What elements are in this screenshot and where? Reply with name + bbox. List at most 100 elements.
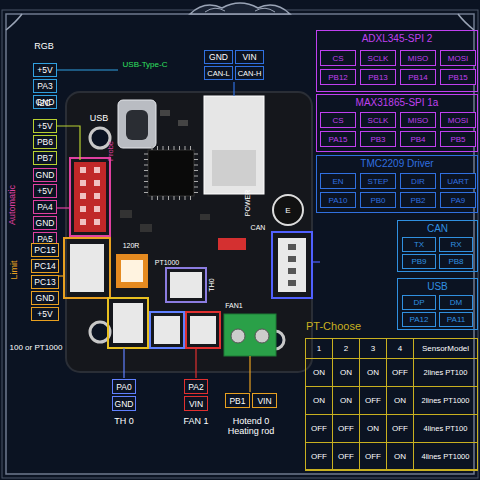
- table-cell: PB3: [360, 131, 396, 147]
- table-cell: PA9: [440, 192, 476, 208]
- table-cell: MISO: [400, 112, 436, 128]
- table-cell: 2lines PT1000: [413, 386, 478, 415]
- table-cell: PB14: [400, 69, 436, 85]
- table-cell: OFF: [332, 442, 360, 471]
- table-cell: 4lines PT100: [413, 414, 478, 443]
- pin-label: PC13: [31, 275, 59, 289]
- group-label: USB: [86, 112, 112, 124]
- silkscreen-label: CAN: [246, 222, 270, 232]
- table-cell: PA12: [402, 312, 436, 327]
- section-heading: MAX31865-SPI 1a: [317, 96, 477, 110]
- table-cell: OFF: [332, 414, 360, 443]
- silkscreen-label: PT1000: [150, 257, 184, 267]
- table-cell: 2: [332, 338, 360, 359]
- table-cell: OFF: [305, 414, 333, 443]
- connector-label: Hotend 0 Heating rod: [220, 412, 282, 440]
- pin-label: GND: [204, 50, 233, 64]
- table-cell: CS: [320, 50, 356, 66]
- table-cell: 2lines PT100: [413, 358, 478, 387]
- table-cell: SensorModel: [413, 338, 478, 359]
- table-cell: PB2: [400, 192, 436, 208]
- pin-label: VIN: [235, 50, 264, 64]
- pin-label: PA2: [184, 379, 208, 394]
- table-cell: PB15: [440, 69, 476, 85]
- pin-label: GND: [31, 291, 59, 305]
- table-cell: EN: [320, 173, 356, 189]
- pin-label: PC14: [31, 259, 59, 273]
- pin-label: +5V: [33, 63, 57, 77]
- pin-label: GND: [33, 216, 57, 230]
- table-cell: OFF: [359, 386, 387, 415]
- table-cell: 3: [359, 338, 387, 359]
- section-heading: PT-Choose: [306, 319, 361, 333]
- table-cell: UART: [440, 173, 476, 189]
- table-cell: PB9: [402, 254, 436, 269]
- table-cell: CS: [320, 112, 356, 128]
- table-cell: ON: [386, 386, 414, 415]
- section-heading: TMC2209 Driver: [317, 157, 477, 171]
- pin-label: CAN-L: [204, 66, 233, 80]
- section-heading: USB: [398, 280, 477, 294]
- table-cell: PA15: [320, 131, 356, 147]
- table-cell: ON: [332, 386, 360, 415]
- pin-label: CAN-H: [235, 66, 264, 80]
- pin-label: PB7: [33, 151, 57, 165]
- pin-label: PA4: [33, 200, 57, 214]
- table-cell: PB0: [360, 192, 396, 208]
- table-cell: MOSI: [440, 50, 476, 66]
- table-cell: PA10: [320, 192, 356, 208]
- table-cell: MOSI: [440, 112, 476, 128]
- silkscreen-label: TH0: [206, 274, 216, 296]
- pin-label: PB6: [33, 135, 57, 149]
- table-cell: ON: [305, 358, 333, 387]
- silkscreen-label: POWER: [242, 184, 252, 222]
- table-cell: PB13: [360, 69, 396, 85]
- pin-label: VIN: [252, 393, 277, 408]
- sensor-note: 100 or PT1000: [3, 341, 69, 353]
- table-cell: ON: [332, 358, 360, 387]
- table-cell: DIR: [400, 173, 436, 189]
- pin-label: +5V: [33, 119, 57, 133]
- pin-label: PA0: [112, 379, 136, 394]
- connector-label: TH 0: [106, 415, 142, 427]
- section-heading: ADXL345-SPI 2: [317, 32, 477, 46]
- table-cell: PB8: [439, 254, 473, 269]
- table-cell: SCLK: [360, 112, 396, 128]
- connector-label: FAN 1: [178, 415, 214, 427]
- group-label: RGB: [31, 40, 57, 52]
- table-cell: OFF: [305, 442, 333, 471]
- table-cell: OFF: [386, 414, 414, 443]
- table-cell: STEP: [360, 173, 396, 189]
- table-cell: ON: [386, 442, 414, 471]
- table-cell: PB5: [440, 131, 476, 147]
- group-label: Probe: [105, 134, 115, 168]
- table-cell: SCLK: [360, 50, 396, 66]
- table-cell: 4: [386, 338, 414, 359]
- pin-label: VIN: [184, 396, 208, 411]
- silkscreen-label: FAN1: [222, 300, 246, 310]
- table-cell: 4lines PT1000: [413, 442, 478, 471]
- table-cell: 1: [305, 338, 333, 359]
- table-cell: TX: [402, 237, 436, 252]
- pin-label: GND: [33, 168, 57, 182]
- table-cell: OFF: [359, 442, 387, 471]
- pin-label: PA3: [33, 79, 57, 93]
- table-cell: DP: [402, 295, 436, 310]
- pin-label: PB1: [225, 393, 250, 408]
- table-cell: MISO: [400, 50, 436, 66]
- pin-label: PC15: [31, 243, 59, 257]
- section-heading: CAN: [398, 222, 477, 236]
- table-cell: PB12: [320, 69, 356, 85]
- table-cell: PA11: [439, 312, 473, 327]
- connector-label: USB-Type-C: [114, 58, 176, 70]
- group-label: Limit: [8, 252, 20, 288]
- group-label: Automatic: [6, 175, 18, 235]
- group-label: I2C: [31, 97, 57, 109]
- table-cell: ON: [359, 414, 387, 443]
- pin-label: +5V: [33, 184, 57, 198]
- table-cell: OFF: [386, 358, 414, 387]
- table-cell: ON: [305, 386, 333, 415]
- table-cell: ON: [359, 358, 387, 387]
- silkscreen-label: E: [282, 204, 294, 216]
- table-cell: PB4: [400, 131, 436, 147]
